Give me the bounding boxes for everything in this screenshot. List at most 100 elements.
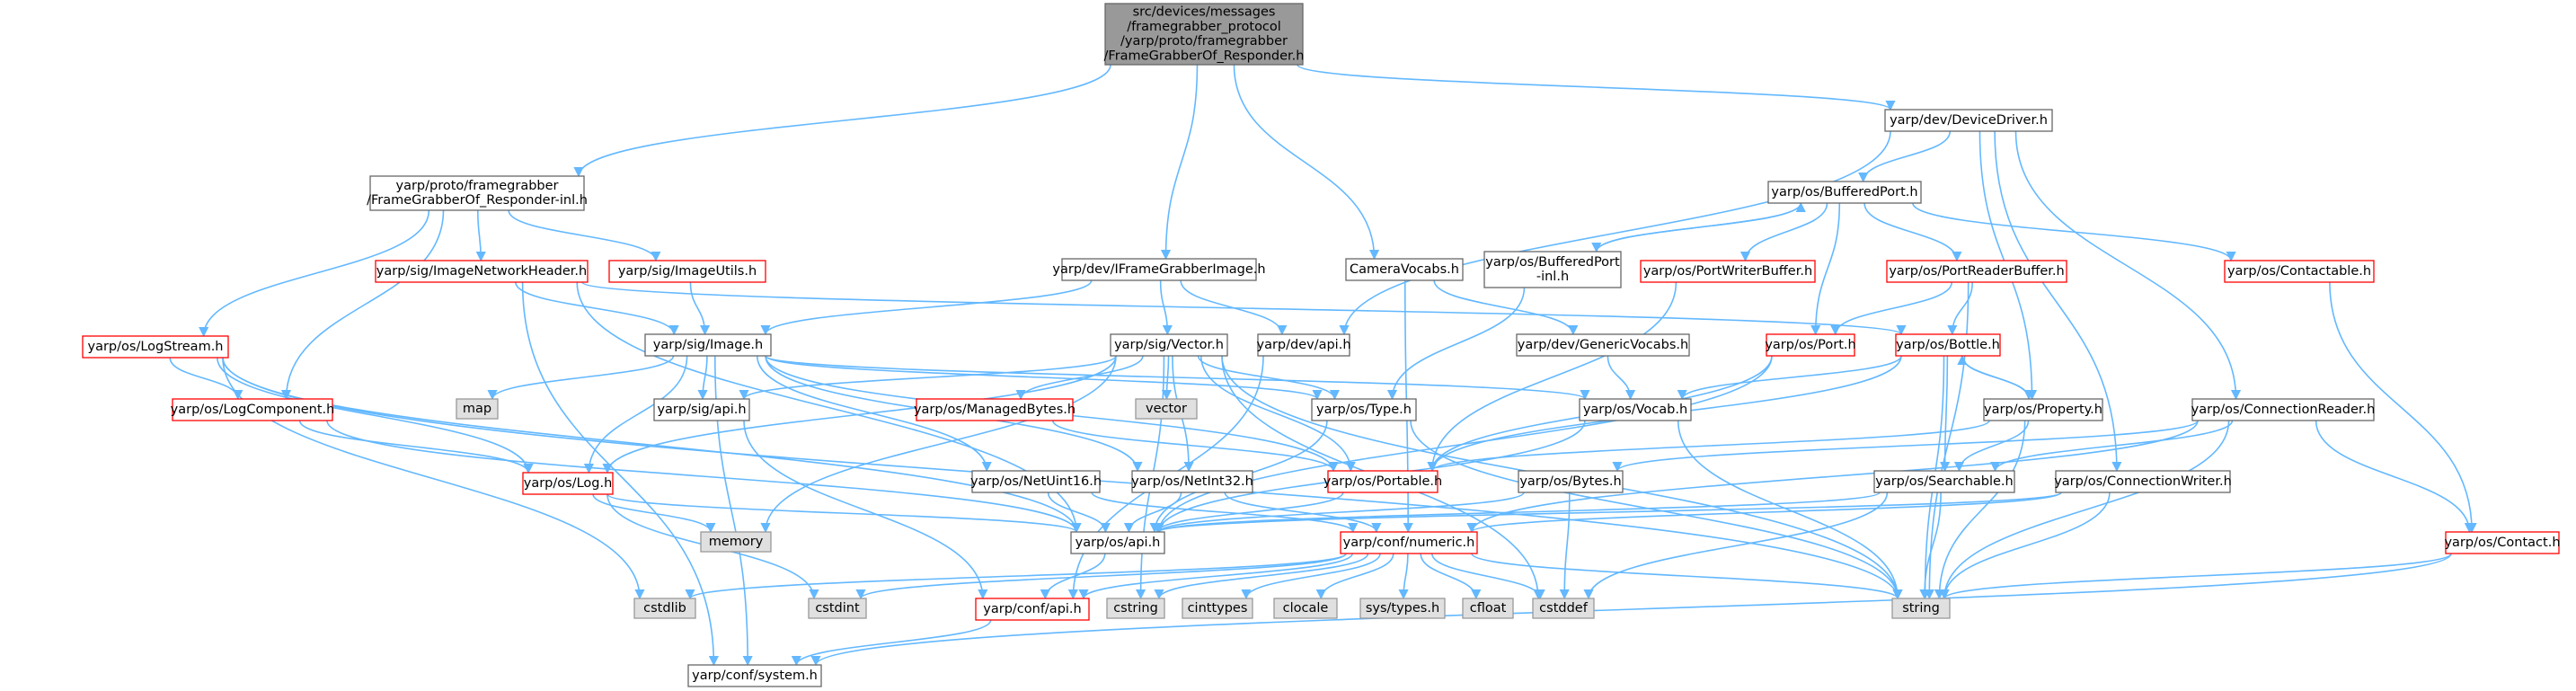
node-vector[interactable]: yarp/sig/Vector.h [1110, 333, 1228, 357]
node-log[interactable]: yarp/os/Log.h [522, 472, 614, 495]
node-bufportinl[interactable]: yarp/os/BufferedPort-inl.h [1483, 251, 1622, 288]
node-imgnethdr[interactable]: yarp/sig/ImageNetworkHeader.h [375, 260, 589, 283]
edge-image-to-vocab [765, 355, 1590, 401]
node-image-label: yarp/sig/Image.h [653, 338, 763, 352]
node-cstdlib-box [633, 598, 696, 619]
node-cstdint-label: cstdint [815, 601, 860, 616]
edge-portable-to-osapi [1152, 492, 1344, 534]
edge-vocab-to-string [1677, 420, 1903, 600]
node-root[interactable]: src/devices/messages/framegrabber_protoc… [1104, 3, 1305, 66]
node-imgutils[interactable]: yarp/sig/ImageUtils.h [608, 260, 766, 283]
edge-connreader-to-contact [2315, 420, 2474, 534]
node-camvocabs[interactable]: CameraVocabs.h [1345, 258, 1464, 281]
node-cfloat: cfloat [1462, 598, 1514, 619]
node-logstream-label: yarp/os/LogStream.h [88, 340, 224, 354]
node-bytes[interactable]: yarp/os/Bytes.h [1518, 470, 1624, 493]
node-contactable-box [2224, 260, 2375, 283]
node-vectorstd-label: vector [1146, 402, 1187, 416]
edge-searchable-to-cstddef [1583, 492, 1889, 600]
edge-root-to-camvocabs [1233, 64, 1380, 261]
node-port[interactable]: yarp/os/Port.h [1765, 333, 1856, 357]
node-netuint16[interactable]: yarp/os/NetUint16.h [970, 470, 1102, 493]
edge-bottle-to-vocab [1677, 355, 1902, 401]
node-contact-label: yarp/os/Contact.h [2444, 536, 2560, 550]
node-devapi-label: yarp/dev/api.h [1256, 338, 1350, 352]
node-bufport[interactable]: yarp/os/BufferedPort.h [1767, 181, 1922, 204]
edge-imgnethdr-to-bottle [581, 281, 1907, 336]
node-cstddef-label: cstddef [1539, 601, 1589, 616]
edge-contact-to-string [1939, 553, 2452, 600]
edge-property-to-bottle [1957, 354, 2030, 400]
node-sigapi-label: yarp/sig/api.h [657, 403, 746, 417]
node-logcomp-label: yarp/os/LogComponent.h [171, 403, 335, 417]
edge-genvocabs-to-vocab [1607, 355, 1636, 401]
node-netuint16-box [971, 470, 1101, 493]
node-cstring-box [1106, 598, 1165, 619]
node-devdriver[interactable]: yarp/dev/DeviceDriver.h [1884, 109, 2053, 132]
node-camvocabs-label: CameraVocabs.h [1350, 262, 1459, 277]
node-bottle[interactable]: yarp/os/Bottle.h [1895, 333, 2001, 357]
node-devapi[interactable]: yarp/dev/api.h [1256, 333, 1351, 357]
edge-bufport-to-pwbuf [1739, 202, 1828, 262]
edge-vector-to-vectorstd [1161, 355, 1173, 401]
node-system[interactable]: yarp/conf/system.h [687, 664, 822, 687]
edge-bufport-to-port [1810, 202, 1841, 336]
node-netint32[interactable]: yarp/os/NetInt32.h [1131, 470, 1253, 493]
node-image[interactable]: yarp/sig/Image.h [644, 333, 772, 357]
node-connwriter[interactable]: yarp/os/ConnectionWriter.h [2054, 470, 2232, 493]
edge-numeric-to-cfloat [1420, 553, 1482, 600]
node-ifg[interactable]: yarp/dev/IFrameGrabberImage.h [1052, 258, 1266, 281]
node-netint32-label: yarp/os/NetInt32.h [1131, 474, 1253, 489]
node-managedbytes[interactable]: yarp/os/ManagedBytes.h [914, 398, 1076, 421]
edge-image-to-map [487, 355, 675, 401]
node-vocab[interactable]: yarp/os/Vocab.h [1579, 398, 1692, 421]
node-portable-label: yarp/os/Portable.h [1323, 474, 1442, 489]
node-logcomp[interactable]: yarp/os/LogComponent.h [171, 398, 335, 421]
node-logstream[interactable]: yarp/os/LogStream.h [82, 335, 229, 359]
node-image-box [644, 333, 772, 357]
node-genvocabs[interactable]: yarp/dev/GenericVocabs.h [1516, 333, 1690, 357]
node-searchable[interactable]: yarp/os/Searchable.h [1873, 470, 2015, 493]
node-connreader[interactable]: yarp/os/ConnectionReader.h [2191, 398, 2376, 421]
node-portable-box [1327, 470, 1438, 493]
edge-logstream-to-logcomp [169, 357, 243, 401]
edge-bottle-to-searchable [1940, 355, 1951, 473]
node-numeric[interactable]: yarp/conf/numeric.h [1340, 531, 1478, 554]
node-ifg-label: yarp/dev/IFrameGrabberImage.h [1052, 262, 1265, 277]
edge-property-to-portable [1427, 420, 1990, 473]
node-contact[interactable]: yarp/os/Contact.h [2444, 531, 2561, 554]
node-vocab-box [1579, 398, 1692, 421]
node-contactable[interactable]: yarp/os/Contactable.h [2224, 260, 2375, 283]
node-connwriter-box [2055, 470, 2231, 493]
node-root-box [1104, 3, 1304, 66]
edge-bufport-to-contactable [1912, 202, 2236, 262]
node-osapi[interactable]: yarp/os/api.h [1070, 531, 1165, 554]
node-confapi[interactable]: yarp/conf/api.h [975, 598, 1090, 621]
edge-bufportinl-to-type [1386, 287, 1526, 401]
node-portable[interactable]: yarp/os/Portable.h [1323, 470, 1442, 493]
node-prbuf[interactable]: yarp/os/PortReaderBuffer.h [1886, 260, 2067, 283]
edge-ifg-to-devapi [1180, 279, 1288, 336]
node-cinttypes-label: cinttypes [1188, 601, 1248, 616]
edge-connreader-to-bytes [1612, 420, 2199, 473]
edge-imgnethdr-to-image [515, 281, 679, 336]
edge-bufport-to-prbuf [1863, 202, 1962, 262]
node-bufportinl-label: yarp/os/BufferedPort [1485, 255, 1620, 270]
node-sigapi[interactable]: yarp/sig/api.h [653, 398, 750, 421]
node-pwbuf[interactable]: yarp/os/PortWriterBuffer.h [1640, 260, 1816, 283]
node-systypes-label: sys/types.h [1366, 601, 1439, 616]
node-log-box [522, 472, 614, 495]
node-map: map [456, 398, 499, 420]
edge-numeric-to-cinttypes [1241, 553, 1381, 600]
node-camvocabs-box [1345, 258, 1464, 281]
node-systypes-box [1359, 598, 1446, 619]
node-property[interactable]: yarp/os/Property.h [1983, 398, 2103, 421]
edge-devdriver-to-bufport [1858, 130, 1952, 183]
edge-ifg-to-image [760, 279, 1093, 336]
node-type[interactable]: yarp/os/Type.h [1311, 398, 1417, 421]
node-root-label: /framegrabber_protocol [1127, 20, 1281, 34]
node-string-label: string [1902, 601, 1940, 616]
edge-log-to-memory [592, 493, 716, 534]
node-system-box [687, 664, 822, 687]
node-inl[interactable]: yarp/proto/framegrabber/FrameGrabberOf_R… [367, 175, 588, 211]
